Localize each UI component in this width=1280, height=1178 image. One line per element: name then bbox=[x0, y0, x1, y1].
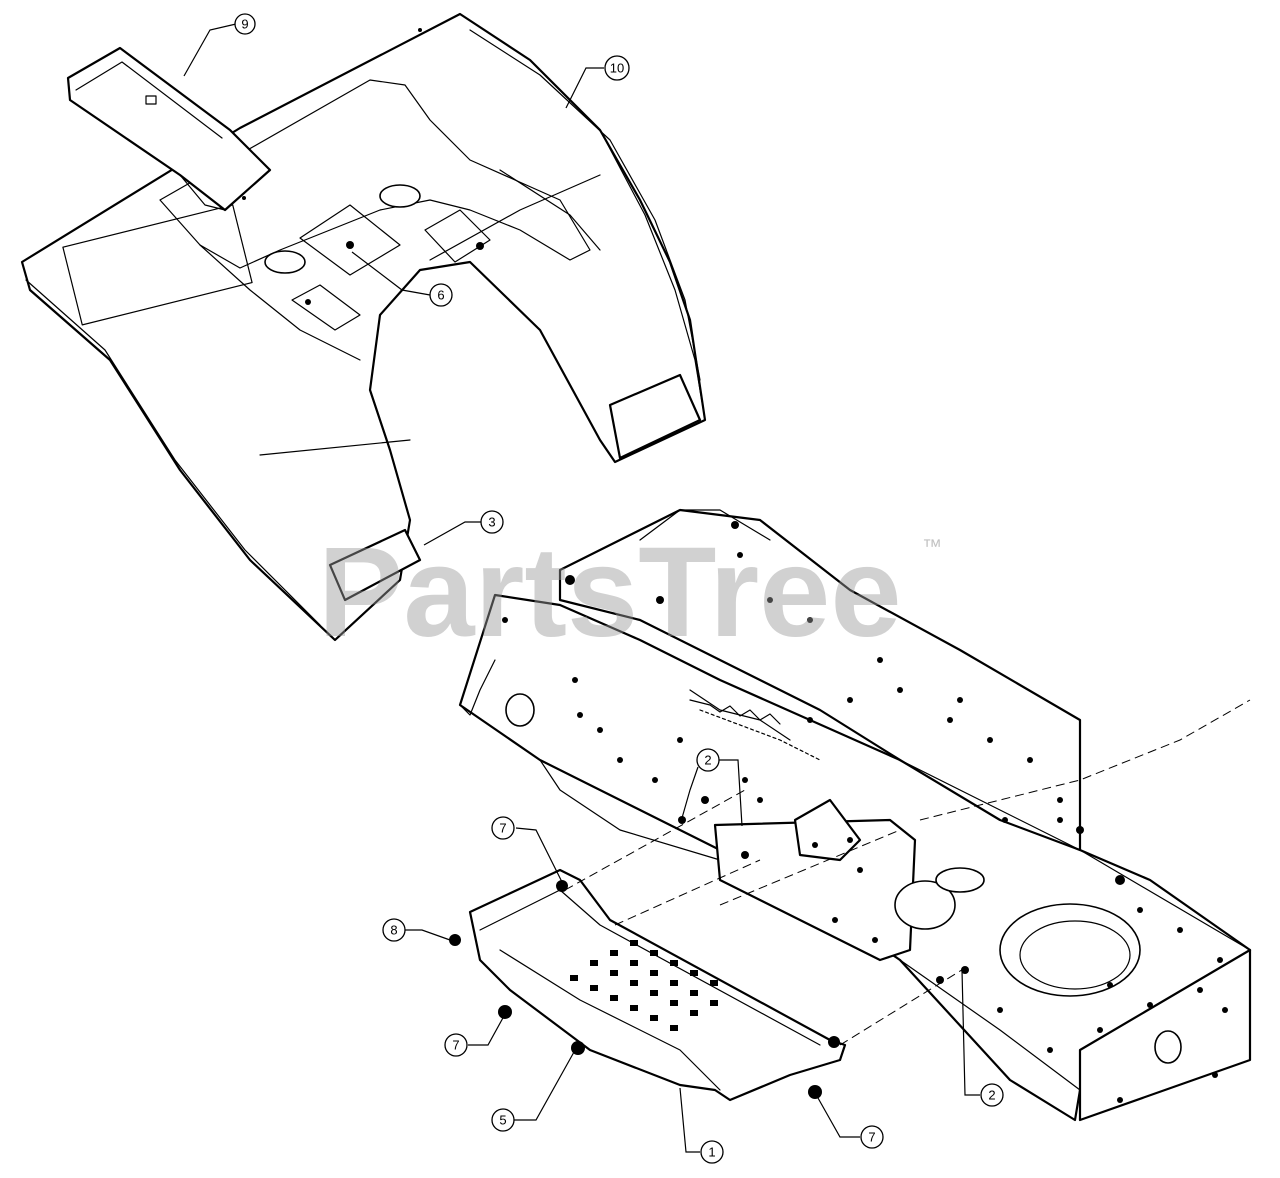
callout-10[interactable]: 10 bbox=[565, 55, 630, 109]
callout-6[interactable]: 6 bbox=[351, 251, 453, 307]
callout-3[interactable]: 3 bbox=[423, 510, 504, 546]
callout-label: 8 bbox=[390, 923, 397, 938]
callout-7-right[interactable]: 7 bbox=[817, 1097, 884, 1149]
callout-5[interactable]: 5 bbox=[491, 1051, 575, 1132]
callout-7-upper[interactable]: 7 bbox=[491, 816, 563, 883]
callout-label: 7 bbox=[499, 821, 506, 836]
callout-label: 10 bbox=[610, 61, 624, 76]
callout-7-left[interactable]: 7 bbox=[444, 1015, 505, 1057]
callout-label: 1 bbox=[708, 1145, 715, 1160]
callout-label: 5 bbox=[499, 1113, 506, 1128]
callout-label: 2 bbox=[704, 753, 711, 768]
callout-label: 2 bbox=[988, 1088, 995, 1103]
callout-2-lower[interactable]: 2 bbox=[961, 969, 1004, 1107]
callout-label: 6 bbox=[437, 288, 444, 303]
frame-part bbox=[458, 508, 1252, 1122]
callout-label: 9 bbox=[241, 17, 248, 32]
watermark-trademark: ™ bbox=[922, 536, 942, 558]
callout-1[interactable]: 1 bbox=[679, 1087, 724, 1164]
callout-label: 7 bbox=[868, 1130, 875, 1145]
callout-label: 3 bbox=[488, 515, 495, 530]
callout-2-upper[interactable]: 2 bbox=[681, 748, 743, 827]
footrest-part bbox=[468, 868, 847, 1102]
watermark-text: PartsTree bbox=[318, 521, 902, 664]
callout-8[interactable]: 8 bbox=[382, 918, 451, 942]
callout-label: 7 bbox=[452, 1038, 459, 1053]
dash-panel-part bbox=[66, 46, 272, 212]
callout-9[interactable]: 9 bbox=[183, 13, 256, 77]
assembly-lines bbox=[564, 699, 1251, 1046]
hardware bbox=[449, 796, 822, 1099]
